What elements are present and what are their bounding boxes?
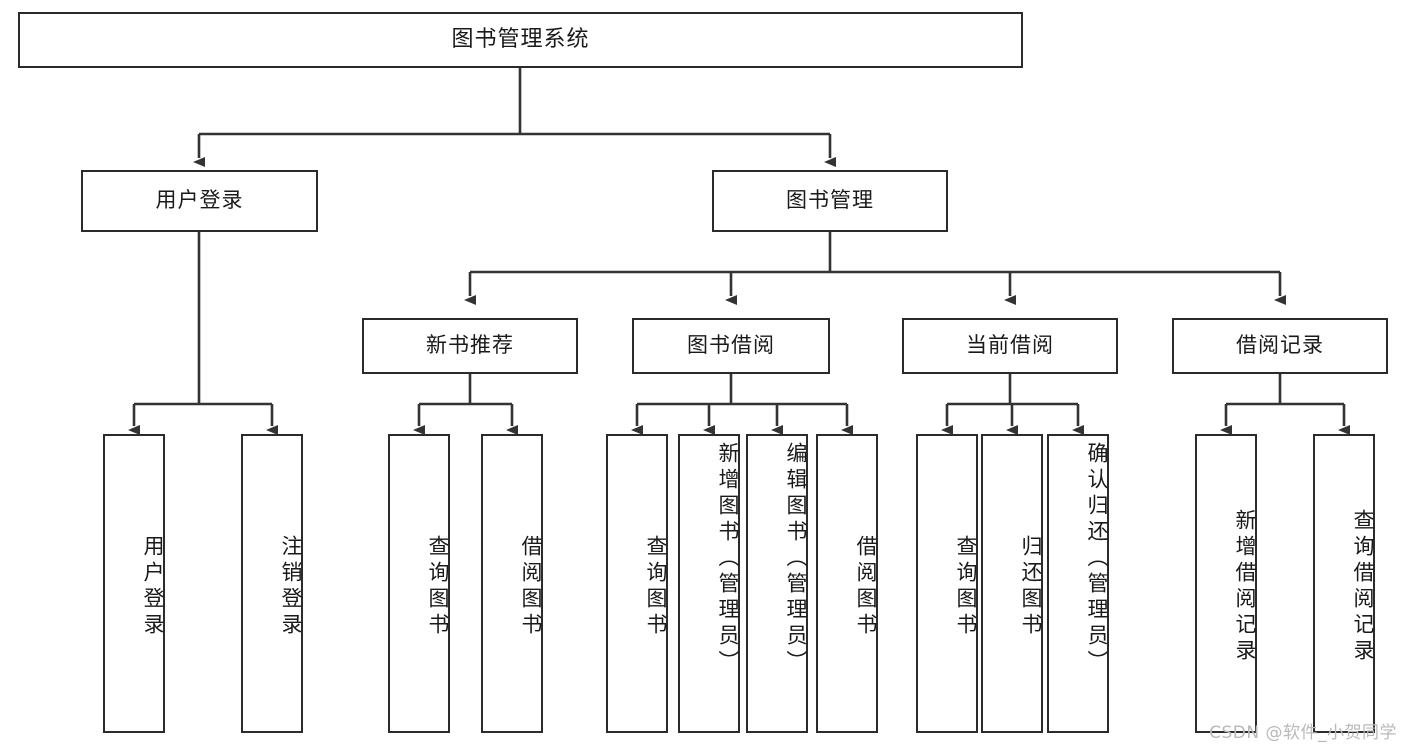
node-root-book-management-system[interactable]: 图书管理系统	[18, 12, 1023, 68]
node-label: 借阅图书	[519, 534, 543, 639]
node-label: 查询图书	[954, 534, 978, 639]
node-current-borrow[interactable]: 当前借阅	[902, 318, 1118, 374]
node-label: 图书借阅	[687, 333, 775, 358]
leaf-user-login[interactable]: 用户登录	[103, 434, 165, 733]
leaf-confirm-return-admin[interactable]: 确认归还（管理员）	[1047, 434, 1109, 733]
node-label: 查询图书	[426, 534, 450, 639]
node-label: 编辑图书（管理员）	[784, 442, 808, 676]
node-label: 当前借阅	[966, 333, 1054, 358]
node-label: 图书管理系统	[451, 26, 590, 52]
leaf-logout-login[interactable]: 注销登录	[241, 434, 303, 733]
leaf-add-borrow-record[interactable]: 新增借阅记录	[1195, 434, 1257, 733]
node-label: 新增借阅记录	[1233, 508, 1257, 665]
node-label: 借阅图书	[854, 534, 878, 639]
node-label: 查询借阅记录	[1351, 508, 1375, 665]
node-label: 用户登录	[155, 188, 244, 213]
node-book-borrow[interactable]: 图书借阅	[632, 318, 830, 374]
node-label: 归还图书	[1019, 534, 1043, 639]
leaf-edit-book-admin[interactable]: 编辑图书（管理员）	[746, 434, 808, 733]
node-label: 注销登录	[279, 534, 303, 639]
csdn-watermark: CSDN @软件_小贺同学	[1209, 723, 1397, 743]
leaf-query-book-borrow[interactable]: 查询图书	[606, 434, 668, 733]
node-label: 新增图书（管理员）	[716, 442, 740, 676]
node-new-book-recommend[interactable]: 新书推荐	[362, 318, 578, 374]
leaf-query-book-recommend[interactable]: 查询图书	[388, 434, 450, 733]
leaf-borrow-book-borrow[interactable]: 借阅图书	[816, 434, 878, 733]
leaf-query-book-current[interactable]: 查询图书	[916, 434, 978, 733]
node-user-login[interactable]: 用户登录	[81, 170, 318, 232]
leaf-add-book-admin[interactable]: 新增图书（管理员）	[678, 434, 740, 733]
node-label: 新书推荐	[426, 333, 514, 358]
node-book-management[interactable]: 图书管理	[712, 170, 948, 232]
node-label: 借阅记录	[1236, 333, 1324, 358]
leaf-borrow-book-recommend[interactable]: 借阅图书	[481, 434, 543, 733]
node-label: 查询图书	[644, 534, 668, 639]
leaf-return-book[interactable]: 归还图书	[981, 434, 1043, 733]
node-label: 确认归还（管理员）	[1085, 442, 1109, 676]
leaf-query-borrow-record[interactable]: 查询借阅记录	[1313, 434, 1375, 733]
node-label: 用户登录	[141, 534, 165, 639]
node-borrow-record[interactable]: 借阅记录	[1172, 318, 1388, 374]
node-label: 图书管理	[786, 188, 874, 213]
